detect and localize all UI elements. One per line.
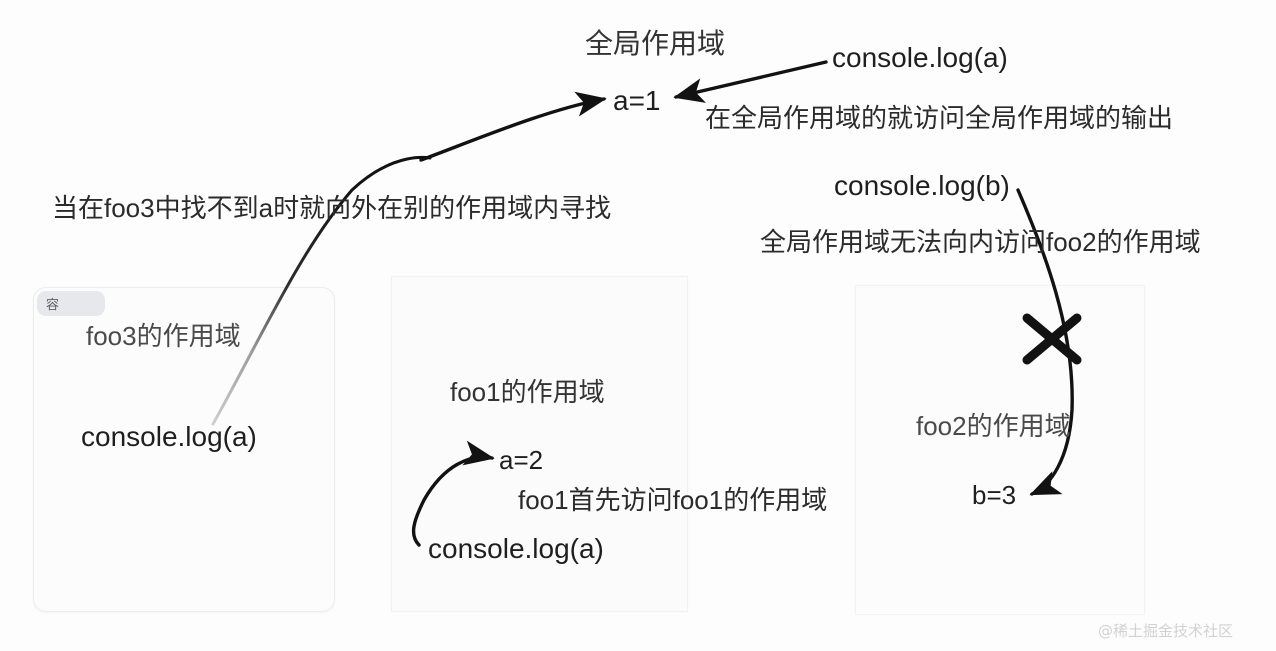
scope-box-foo2 <box>855 285 1145 615</box>
arrow-foo3-to-global-a <box>419 91 607 162</box>
foo1-lookup-note: foo1首先访问foo1的作用域 <box>518 485 828 515</box>
foo2-variable-b: b=3 <box>972 480 1017 510</box>
global-scope-note: 在全局作用域的就访问全局作用域的输出 <box>705 103 1174 133</box>
foo2-scope-title: foo2的作用域 <box>916 411 1071 441</box>
foo1-console-log: console.log(a) <box>428 533 604 564</box>
global-variable-a: a=1 <box>613 85 661 116</box>
foo3-console-log: console.log(a) <box>81 421 257 452</box>
arrow-console-log-a-to-global-a <box>673 60 828 103</box>
foo3-lookup-note: 当在foo3中找不到a时就向外在别的作用域内寻找 <box>52 193 612 223</box>
watermark: @稀土掘金技术社区 <box>1098 622 1234 640</box>
foo1-variable-a: a=2 <box>499 445 544 475</box>
foo3-tab-label: 容 <box>46 298 60 313</box>
global-console-log-b: console.log(b) <box>834 170 1010 201</box>
foo1-scope-title: foo1的作用域 <box>450 377 605 407</box>
global-scope-title: 全局作用域 <box>585 28 726 59</box>
global-console-log-a: console.log(a) <box>832 42 1008 73</box>
foo2-blocked-note: 全局作用域无法向内访问foo2的作用域 <box>760 227 1201 257</box>
foo3-tab-pill[interactable]: 容 <box>37 291 105 316</box>
foo3-scope-title: foo3的作用域 <box>86 321 241 351</box>
scope-box-foo1 <box>391 276 688 612</box>
